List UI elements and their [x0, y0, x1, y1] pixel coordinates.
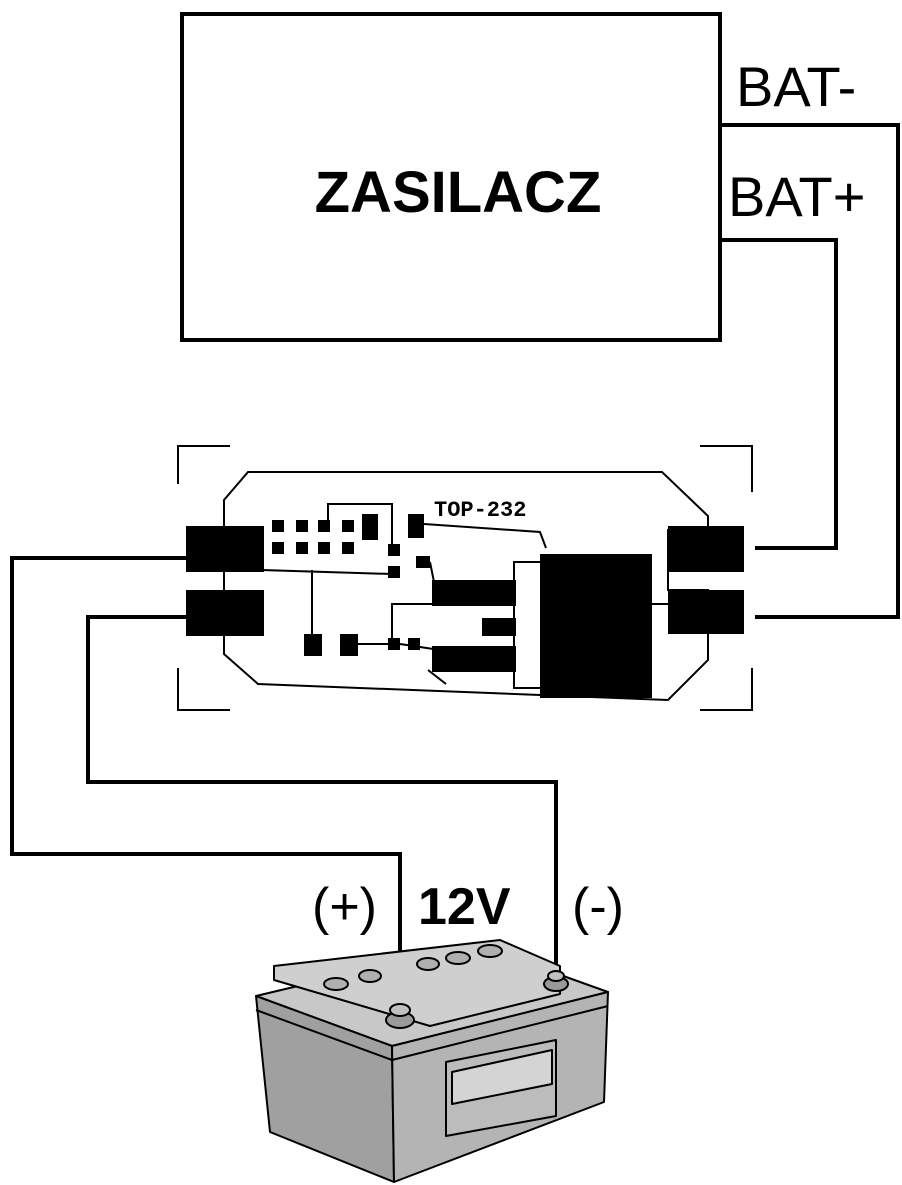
- battery-voltage-label: 12V: [418, 878, 511, 936]
- ic-pin-1: [432, 580, 516, 606]
- pad-left-bottom: [186, 590, 264, 636]
- module-outline-brackets: [177, 445, 753, 711]
- battery-plus-label: (+): [312, 878, 377, 936]
- ic-chip: [540, 554, 652, 698]
- battery: [255, 939, 609, 1183]
- pcb-pads: [186, 514, 744, 698]
- battery-minus-wire: [86, 615, 558, 976]
- bat-plus-label: BAT+: [728, 165, 865, 228]
- power-supply-box: [180, 12, 722, 342]
- ic-pin-2: [482, 618, 516, 636]
- ic-pin-3: [432, 646, 516, 672]
- module-label: TOP-232: [434, 498, 526, 523]
- battery-plus-wire: [10, 556, 402, 1010]
- pad-right-bottom: [668, 590, 744, 634]
- power-supply-label: ZASILACZ: [315, 160, 602, 225]
- bat-minus-wire: [720, 123, 900, 619]
- bat-minus-label: BAT-: [736, 55, 856, 118]
- battery-minus-label: (-): [572, 878, 624, 936]
- pad-left-top: [186, 526, 264, 572]
- pad-right-top: [668, 526, 744, 572]
- bat-plus-wire: [720, 238, 838, 550]
